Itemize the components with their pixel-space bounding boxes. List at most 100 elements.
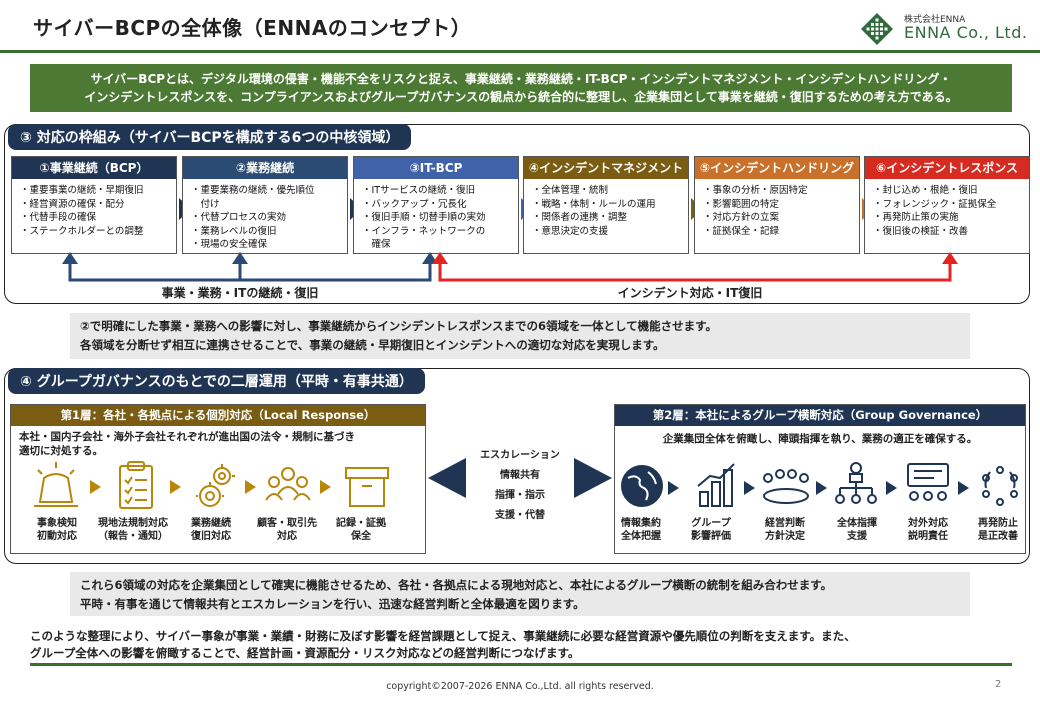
step-label-line-2: 初動対応 xyxy=(37,531,77,542)
governance-note: これら6領域の対応を企業集団として確実に機能させるため、各社・各拠点による現地対… xyxy=(70,572,970,616)
siren-icon xyxy=(34,462,78,507)
area-card-item: ・バックアップ・冗長化 xyxy=(362,198,467,210)
step-label-line-1: 顧客・取引先 xyxy=(257,518,317,529)
area-card-item: ・経営資源の確保・配分 xyxy=(20,198,125,210)
area-card-items: ・全体管理・統制・戦略・体制・ルールの運用・関係者の連携・調整・意思決定の支援 xyxy=(524,179,688,243)
closing-text: このような整理により、サイバー事象が事業・業績・財務に及ぼす影響を経営課題として… xyxy=(30,628,1020,662)
area-card-item: 確保 xyxy=(362,239,391,250)
step-arrow-icon xyxy=(320,480,331,494)
cycle-icon xyxy=(982,466,1018,506)
area-card-item: ・重要業務の継続・優先順位 xyxy=(191,185,315,196)
page-number: 2 xyxy=(995,679,1002,690)
area-card-business-continuity: ②業務継続・重要業務の継続・優先順位 付け・代替プロセスの実効・業務レベルの復旧… xyxy=(182,156,348,254)
step-label: 全体指揮支援 xyxy=(822,517,892,543)
arrow-up-icon xyxy=(942,252,958,264)
link-lines xyxy=(62,252,958,282)
meeting-icon xyxy=(763,469,809,504)
step-label-line-2: 説明責任 xyxy=(908,531,948,542)
governance-section-label: ④ グループガバナンスのもとでの二層運用（平時・有事共通） xyxy=(8,368,425,394)
step-label-line-2: 復旧対応 xyxy=(191,531,231,542)
layer1-desc-line-2: 適切に対処する。 xyxy=(19,445,103,457)
step-label: グループ影響評価 xyxy=(676,517,746,543)
area-card-bcp: ①事業継続（BCP）・重要事業の継続・早期復旧・経営資源の確保・配分・代替手段の… xyxy=(11,156,177,254)
closing-line-1: このような整理により、サイバー事象が事業・業績・財務に及ぼす影響を経営課題として… xyxy=(30,629,856,643)
gears-icon xyxy=(196,464,235,507)
area-card-item: 付け xyxy=(191,198,220,210)
continuity-link xyxy=(68,262,432,282)
arrow-up-icon xyxy=(232,252,248,264)
incident-link xyxy=(438,262,952,282)
layer2-desc: 企業集団全体を俯瞰し、陣頭指揮を執り、業務の適正を確保する。 xyxy=(662,433,978,445)
step-label-line-2: 影響評価 xyxy=(691,531,731,542)
escalation-command: 指揮・指示 xyxy=(495,490,545,501)
step-label-line-1: グループ xyxy=(691,518,731,529)
step-label-line-1: 対外対応 xyxy=(908,518,948,529)
footer-divider xyxy=(30,663,1012,666)
area-card-item: ・代替プロセスの実効 xyxy=(191,212,287,223)
layer1-desc-line-1: 本社・国内子会社・海外子会社それぞれが進出国の法令・規制に基づき xyxy=(19,431,355,443)
page-title: サイバーBCPの全体像（ENNAのコンセプト） xyxy=(33,16,472,40)
layer1-icons xyxy=(34,461,389,509)
logo-name: ENNA Co., Ltd. xyxy=(904,23,1028,42)
area-card-item: ・フォレンジック・証拠保全 xyxy=(873,198,997,210)
area-card-title: ①事業継続（BCP） xyxy=(12,157,176,179)
area-card-item: ・現場の安全確保 xyxy=(191,239,268,250)
step-label: 業務継続復旧対応 xyxy=(176,517,246,543)
step-arrow-icon xyxy=(958,481,969,495)
step-label-line-1: 業務継続 xyxy=(191,518,231,529)
arrow-up-icon xyxy=(62,252,78,264)
step-label: 事象検知初動対応 xyxy=(22,517,92,543)
banner-line-2: インシデントレスポンスを、コンプライアンスおよびグループガバナンスの観点から統合… xyxy=(84,90,958,104)
step-label-line-1: 事象検知 xyxy=(37,518,77,529)
framework-section-label: ③ 対応の枠組み（サイバーBCPを構成する6つの中核領域） xyxy=(8,124,412,150)
area-card-item: ・全体管理・統制 xyxy=(532,185,609,196)
step-arrow-icon xyxy=(170,480,181,494)
step-label-line-2: 是正改善 xyxy=(978,531,1018,542)
copyright: copyright©2007-2026 ENNA Co.,Ltd. all ri… xyxy=(386,681,654,692)
step-arrow-icon xyxy=(668,481,679,495)
area-card-item: ・対応方針の立案 xyxy=(703,212,780,223)
step-label: 顧客・取引先対応 xyxy=(252,517,322,543)
area-card-item: ・事象の分析・原因特定 xyxy=(703,185,808,196)
step-label-line-2: 支援 xyxy=(847,531,867,542)
escalation-arrows xyxy=(428,458,612,498)
area-card-item: ・重要事業の継続・早期復旧 xyxy=(20,185,144,196)
area-card-it-bcp: ③IT-BCP・ITサービスの継続・復旧・バックアップ・冗長化・復旧手順・切替手… xyxy=(353,156,519,254)
area-card-title: ⑤インシデントハンドリング xyxy=(695,157,859,179)
link-label-incident: インシデント対応・IT復旧 xyxy=(617,286,763,300)
arrow-right-icon xyxy=(574,458,612,498)
area-card-title: ④インシデントマネジメント xyxy=(524,157,688,179)
area-card-title: ⑥インシデントレスポンス xyxy=(865,157,1029,179)
area-card-item: ・復旧後の検証・改善 xyxy=(873,225,969,237)
definition-banner: サイバーBCPとは、デジタル環境の侵害・機能不全をリスクと捉え、事業継続・業務継… xyxy=(30,64,1012,112)
arrow-up-icon xyxy=(432,252,448,264)
area-card-item: ・証拠保全・記録 xyxy=(703,225,780,237)
area-card-item: ・業務レベルの復旧 xyxy=(191,225,277,237)
area-card-item: ・ITサービスの継続・復旧 xyxy=(362,185,476,196)
escalation-support: 支援・代替 xyxy=(495,510,545,521)
area-card-item: ・戦略・体制・ルールの運用 xyxy=(532,198,656,210)
area-card-item: ・関係者の連携・調整 xyxy=(532,212,628,223)
framework-note-line-1: ②で明確にした事業・業務への影響に対し、事業継続からインシデントレスポンスまでの… xyxy=(80,319,718,333)
layer1-desc: 本社・国内子会社・海外子会社それぞれが進出国の法令・規制に基づき 適切に対処する… xyxy=(11,426,425,462)
escalation-info-share: 情報共有 xyxy=(500,470,540,481)
area-card-item: ・封じ込め・根絶・復旧 xyxy=(873,185,978,196)
framework-note-line-2: 各領域を分断せず相互に連携させることで、事業の継続・早期復旧とインシデントへの適… xyxy=(80,338,665,352)
step-label-line-1: 現地法規制対応 xyxy=(98,518,168,529)
area-card-item: ・意思決定の支援 xyxy=(532,225,609,237)
area-card-item: ・再発防止策の実施 xyxy=(873,212,959,223)
area-card-item: ・ステークホルダーとの調整 xyxy=(20,225,144,237)
framework-note: ②で明確にした事業・業務への影響に対し、事業継続からインシデントレスポンスまでの… xyxy=(70,313,970,359)
checklist-icon xyxy=(119,461,153,509)
area-card-items: ・重要業務の継続・優先順位 付け・代替プロセスの実効・業務レベルの復旧・現場の安… xyxy=(183,179,347,257)
step-arrow-icon xyxy=(816,481,827,495)
link-label-continuity: 事業・業務・ITの継続・復旧 xyxy=(161,286,319,300)
step-arrow-icon xyxy=(245,480,256,494)
step-label-line-1: 経営判断 xyxy=(765,518,805,529)
title-divider xyxy=(0,50,1040,53)
logo-subtitle: 株式会社ENNA xyxy=(904,15,966,25)
closing-line-2: グループ全体への影響を俯瞰することで、経営計画・資源配分・リスク対応などの経営判… xyxy=(30,646,580,660)
step-label: 対外対応説明責任 xyxy=(893,517,963,543)
step-label-line-2: 方針決定 xyxy=(765,531,805,542)
area-card-items: ・ITサービスの継続・復旧・バックアップ・冗長化・復旧手順・切替手順の実効・イン… xyxy=(354,179,518,257)
